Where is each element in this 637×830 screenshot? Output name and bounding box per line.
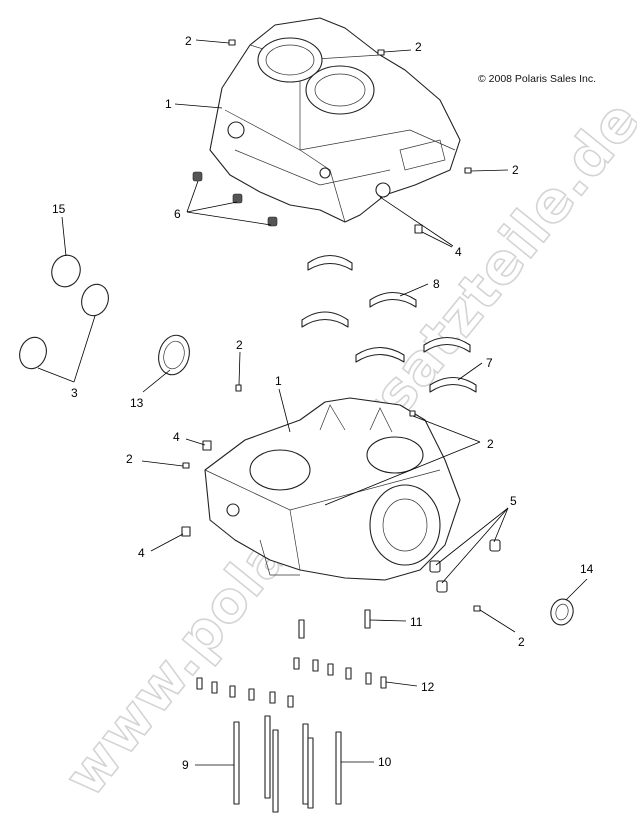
callout-bolt-11: 11: [410, 615, 423, 629]
callout-ring-15: 15: [52, 202, 66, 216]
upper-crankcase-drawing: [209, 17, 461, 223]
leader-lines: [37, 39, 588, 766]
bolts: [196, 609, 387, 813]
callout-bolt-12: 12: [421, 680, 435, 694]
callout-rings: 3: [71, 386, 78, 400]
callout-labels: 1 2 2 2 6 4 8 15 3 13 2 7 1 2 4 2 4 5 14…: [52, 34, 594, 772]
callout-bearing-upper: 8: [433, 277, 440, 291]
callout-plug-top-right: 2: [415, 40, 422, 54]
callout-long-bolt-right: 10: [378, 755, 392, 769]
callout-plug-bottom-right: 2: [518, 635, 525, 649]
callout-seal-14: 14: [580, 562, 594, 576]
callout-bearing-lower: 7: [486, 356, 493, 370]
callout-plug-lower-right: 2: [487, 437, 494, 451]
callout-long-bolt-left: 9: [182, 758, 189, 772]
callout-lower-crankcase: 1: [275, 374, 282, 388]
lower-crankcase-drawing: [204, 397, 461, 581]
callout-plug-top-left: 2: [185, 34, 192, 48]
callout-seal-13: 13: [130, 396, 144, 410]
callout-plug-right: 2: [512, 163, 519, 177]
copyright-notice: © 2008 Polaris Sales Inc.: [478, 73, 597, 85]
callout-plug-left: 2: [126, 452, 133, 466]
callout-upper-crankcase: 1: [165, 97, 172, 111]
bearing-shells: [301, 254, 477, 393]
callout-dowel-upper: 4: [455, 245, 462, 259]
callout-dowel-left-lower: 4: [138, 546, 145, 560]
callout-dowels-right: 5: [510, 494, 517, 508]
callout-plug-mid: 2: [236, 338, 243, 352]
callout-dowel-left-upper: 4: [173, 430, 180, 444]
callout-inserts: 6: [174, 207, 181, 221]
